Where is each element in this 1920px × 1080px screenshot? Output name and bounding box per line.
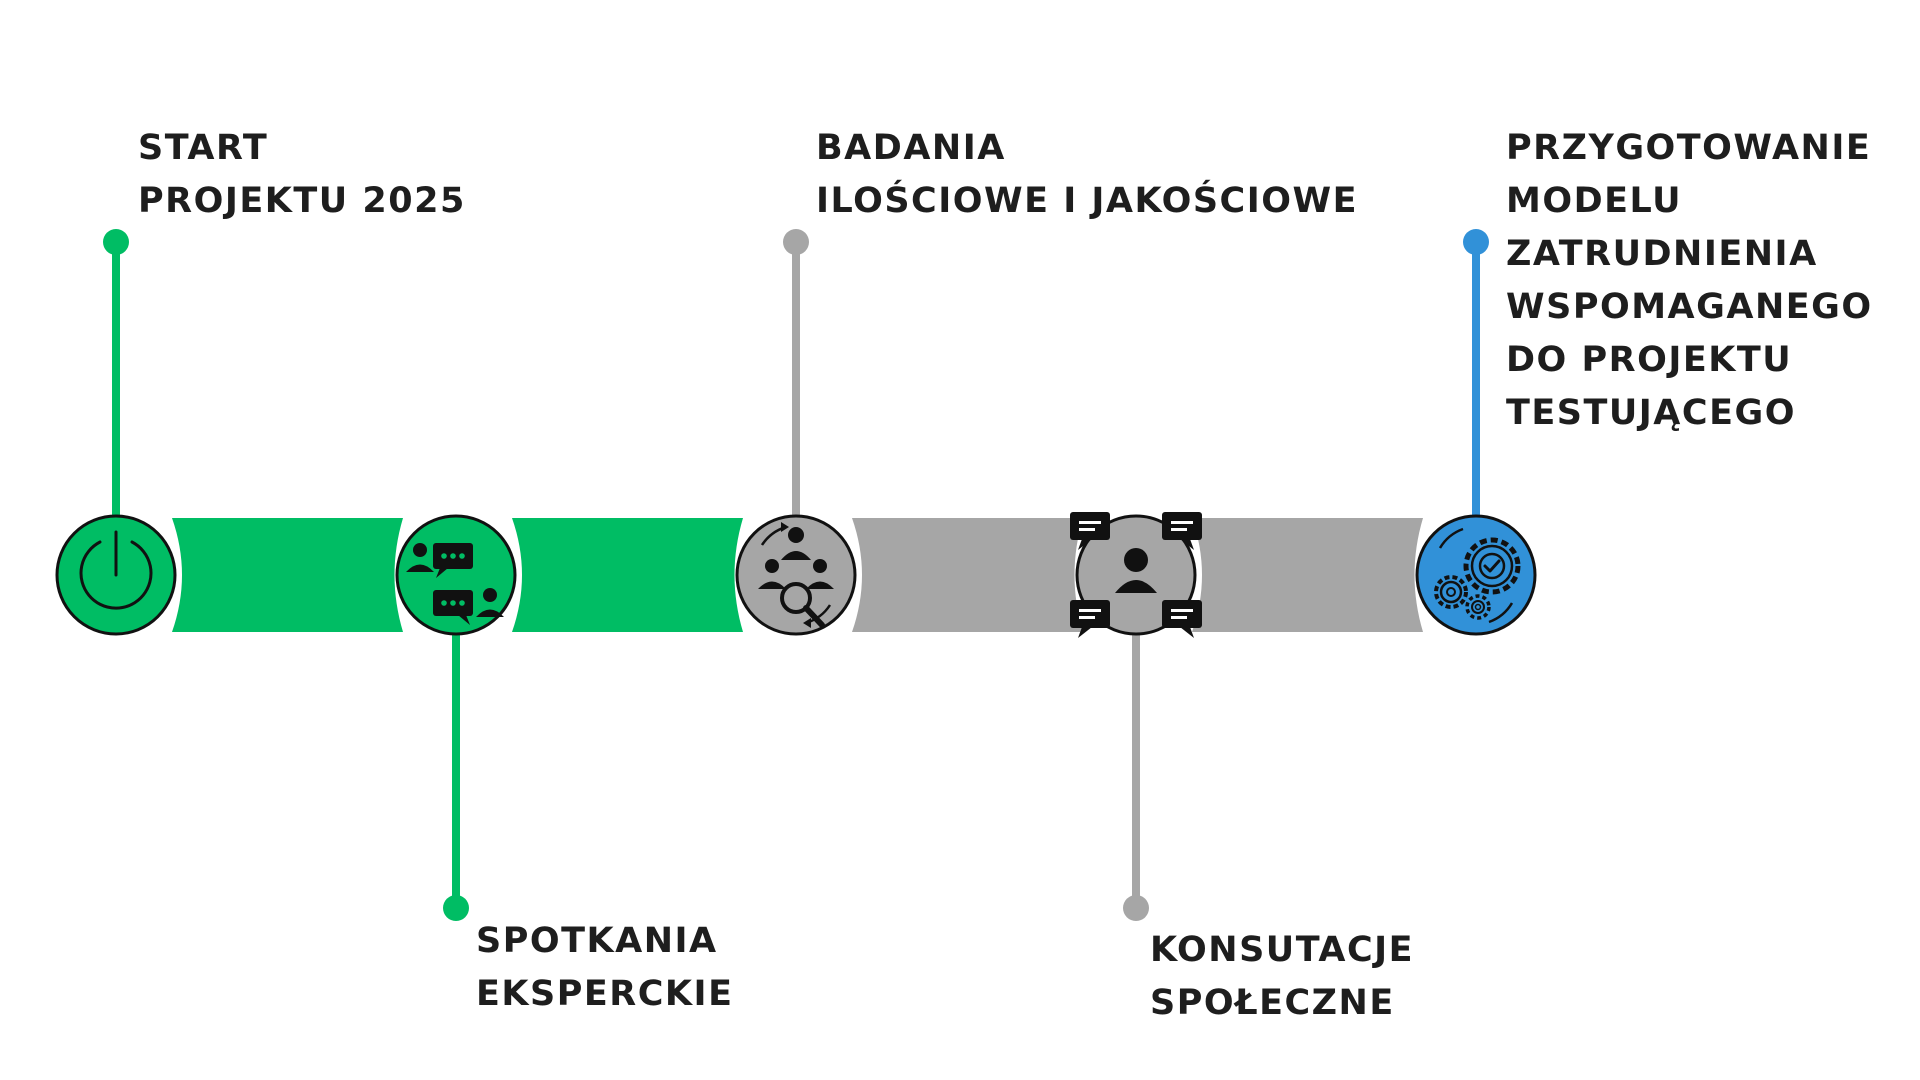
connector-dot-przygotowanie bbox=[1463, 229, 1489, 255]
milestone-label-konsutacje: KONSUTACJE SPOŁECZNE bbox=[1150, 924, 1414, 1030]
timeline-segment-1 bbox=[172, 518, 403, 632]
milestone-label-badania: BADANIA ILOŚCIOWE I JAKOŚCIOWE bbox=[816, 122, 1358, 228]
milestone-label-line: WSPOMAGANEGO bbox=[1506, 287, 1873, 327]
milestone-label-line: BADANIA bbox=[816, 128, 1006, 168]
chat-people-icon bbox=[406, 543, 504, 625]
speech-bubble-icon bbox=[1070, 600, 1110, 638]
milestone-node-przygotowanie bbox=[1415, 514, 1537, 636]
milestone-label-line: KONSUTACJE bbox=[1150, 930, 1415, 970]
milestone-label-line: TESTUJĄCEGO bbox=[1506, 393, 1796, 433]
milestone-label-line: ZATRUDNIENIA bbox=[1506, 234, 1818, 274]
milestone-label-przygotowanie: PRZYGOTOWANIE MODELU ZATRUDNIENIA WSPOMA… bbox=[1506, 122, 1873, 440]
milestone-label-line: SPOTKANIA bbox=[476, 921, 718, 961]
milestone-label-line: EKSPERCKIE bbox=[476, 974, 734, 1014]
connector-dot-konsutacje bbox=[1123, 895, 1149, 921]
timeline-segment-3 bbox=[852, 518, 1083, 632]
connector-dot-start bbox=[103, 229, 129, 255]
timeline-segment-4 bbox=[1192, 518, 1423, 632]
milestone-label-line: PROJEKTU 2025 bbox=[138, 181, 466, 221]
connector-dot-spotkania bbox=[443, 895, 469, 921]
milestone-przygotowanie bbox=[1415, 229, 1537, 636]
speech-bubble-icon bbox=[1070, 512, 1110, 550]
speech-bubble-icon bbox=[1162, 512, 1202, 550]
timeline-segment-2 bbox=[512, 518, 743, 632]
power-icon bbox=[79, 530, 153, 610]
speech-bubble-icon bbox=[1162, 600, 1202, 638]
gears-check-icon bbox=[1434, 527, 1521, 624]
milestone-badania bbox=[735, 229, 857, 636]
research-group-icon bbox=[758, 522, 834, 628]
consultation-icon bbox=[1070, 512, 1202, 638]
milestone-label-spotkania: SPOTKANIA EKSPERCKIE bbox=[476, 915, 734, 1021]
milestone-node-spotkania bbox=[395, 514, 517, 636]
milestone-spotkania bbox=[395, 514, 517, 921]
milestone-label-line: START bbox=[138, 128, 269, 168]
milestone-label-line: MODELU bbox=[1506, 181, 1683, 221]
milestone-konsutacje bbox=[1070, 512, 1202, 921]
milestone-label-start: START PROJEKTU 2025 bbox=[138, 122, 466, 228]
milestone-label-line: ILOŚCIOWE I JAKOŚCIOWE bbox=[816, 181, 1359, 221]
milestone-label-line: DO PROJEKTU bbox=[1506, 340, 1793, 380]
milestone-label-line: SPOŁECZNE bbox=[1150, 983, 1395, 1023]
milestone-node-badania bbox=[735, 514, 857, 636]
milestone-label-line: PRZYGOTOWANIE bbox=[1506, 128, 1872, 168]
milestone-start bbox=[55, 229, 177, 636]
connector-dot-badania bbox=[783, 229, 809, 255]
